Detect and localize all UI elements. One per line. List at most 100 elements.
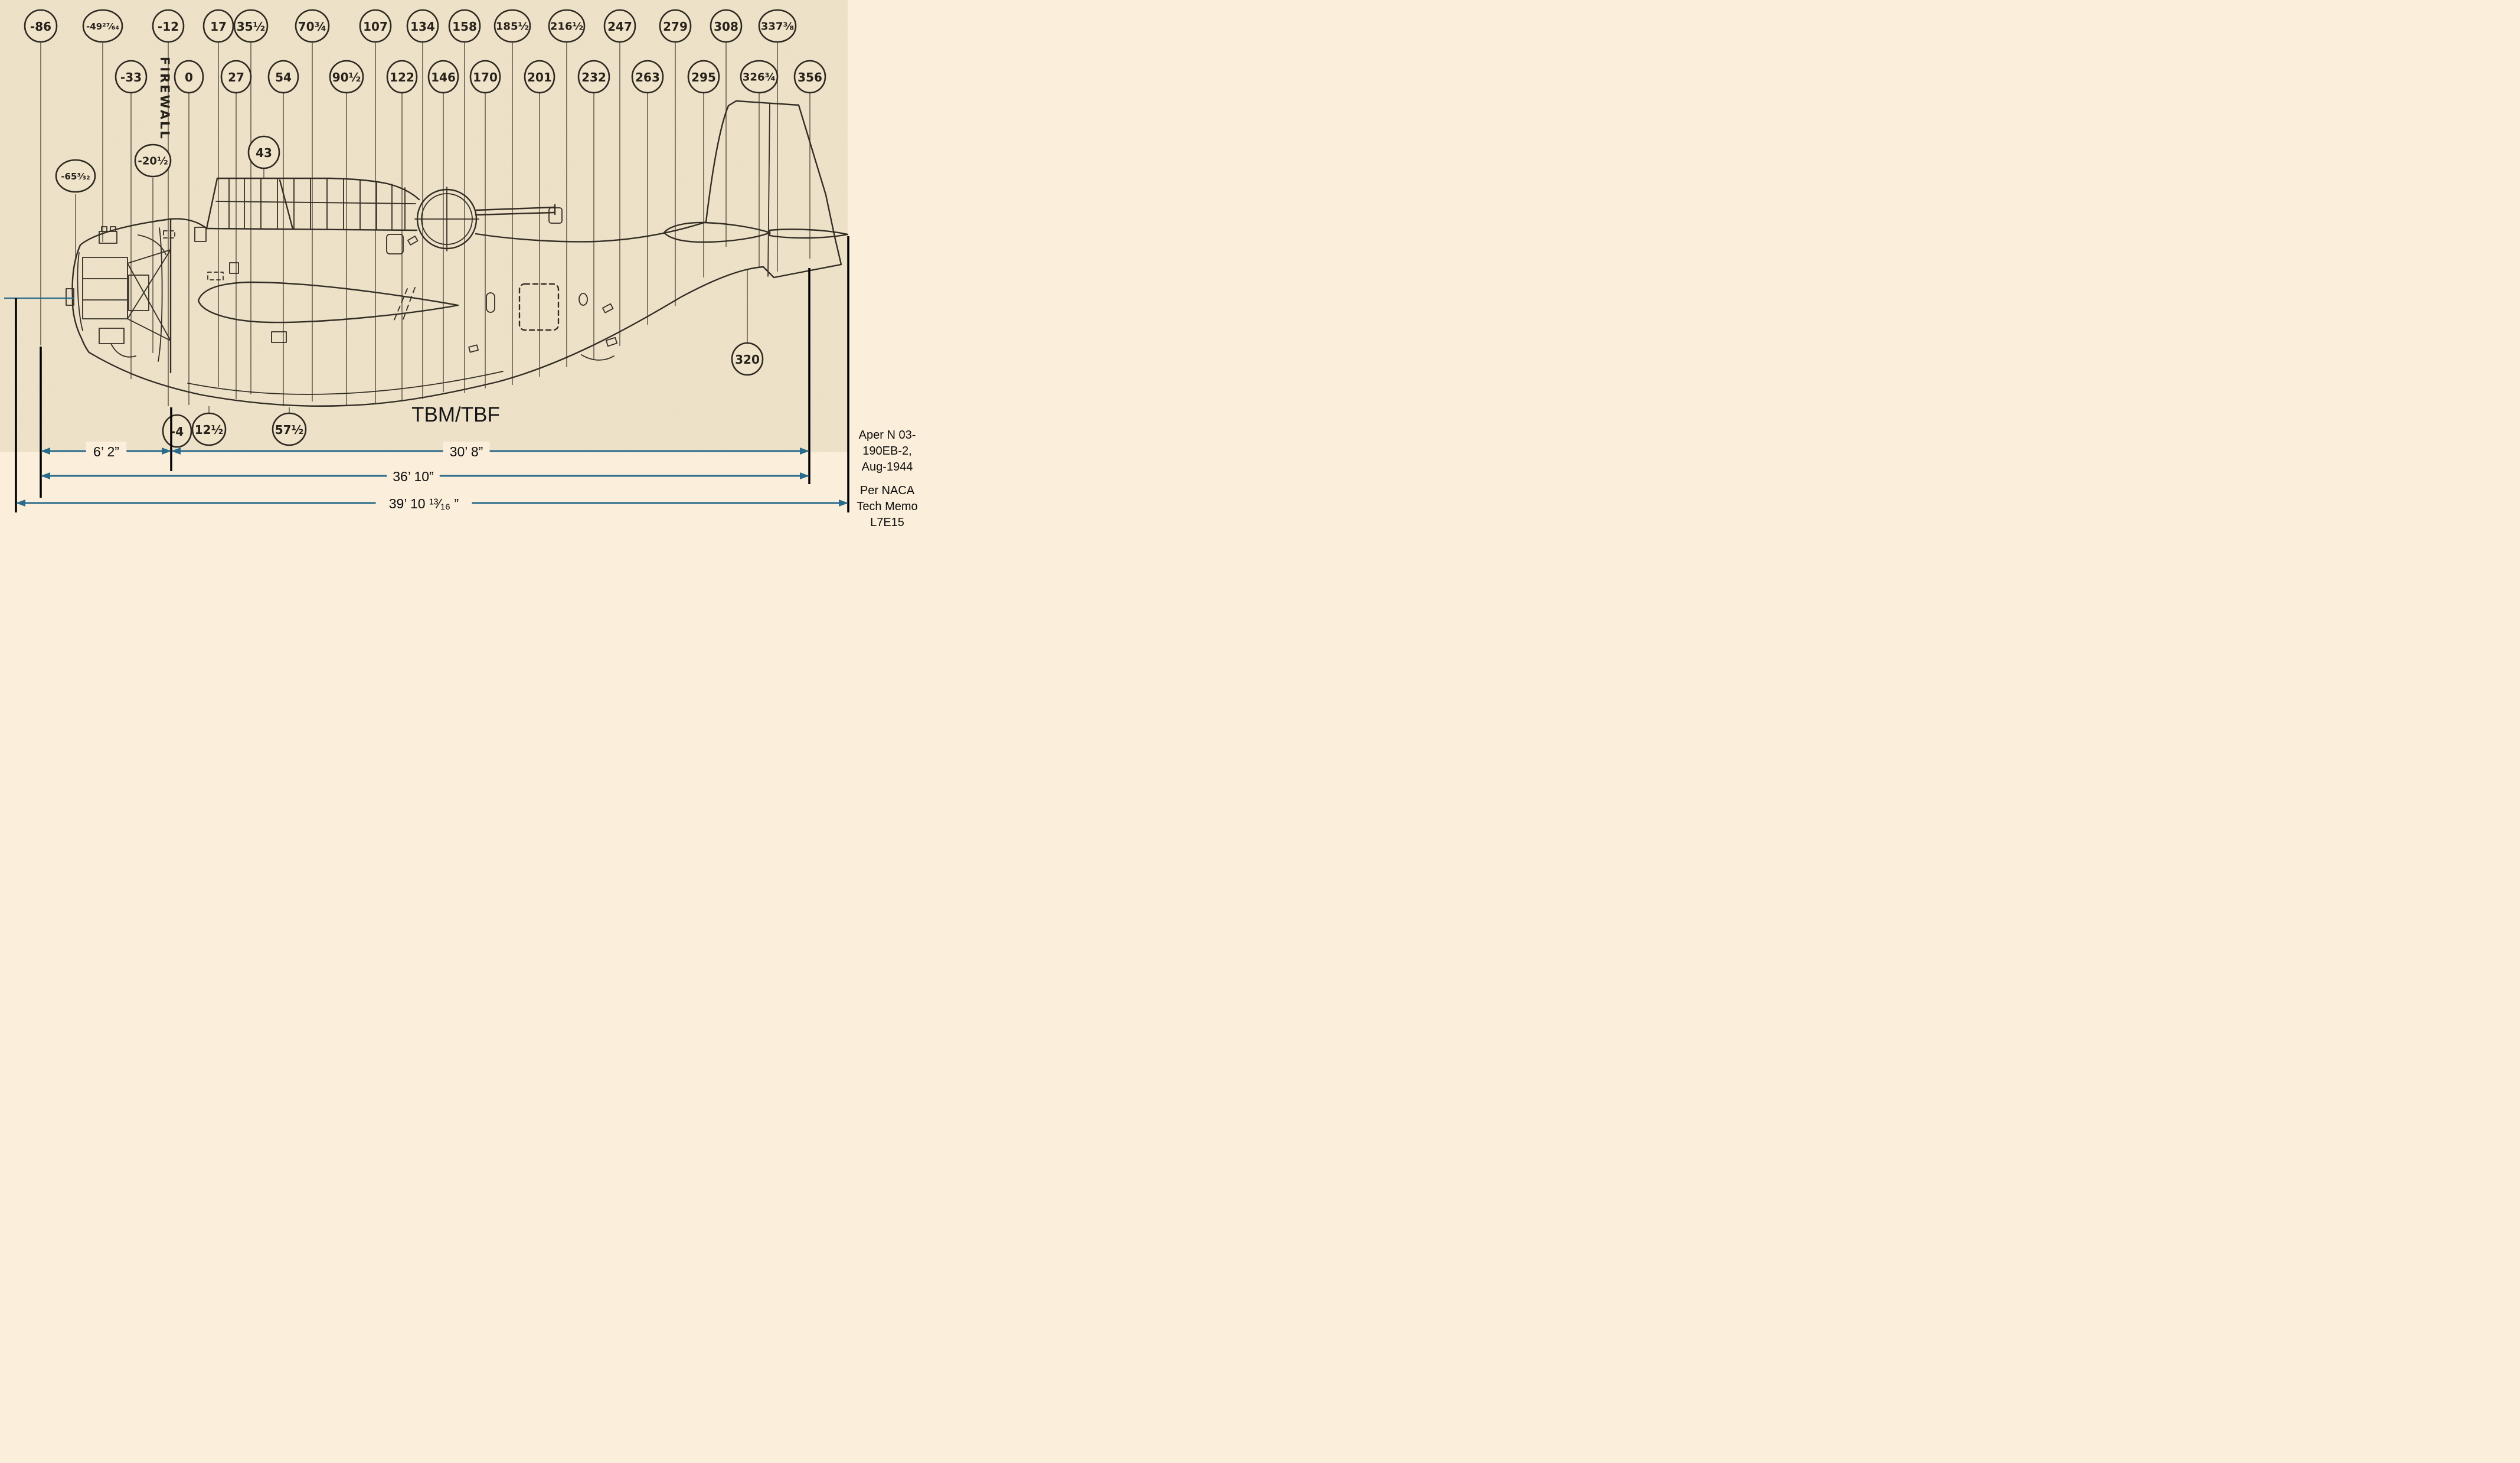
- station-label: 247: [607, 19, 632, 34]
- station-circle: [659, 9, 692, 43]
- station-label: 90½: [332, 70, 361, 84]
- station-circle: [247, 135, 280, 169]
- measurement-annotations: [4, 236, 849, 512]
- station-label: -65³⁄₃₂: [61, 171, 90, 182]
- station-circle: [134, 143, 172, 178]
- station-circle: [162, 414, 192, 448]
- station-circle: [687, 60, 720, 94]
- station-label: 170: [473, 70, 498, 84]
- station-circle: [469, 60, 501, 94]
- station-circle: [82, 9, 123, 43]
- dimension-arrow-left: [16, 499, 25, 507]
- station-circle: [577, 60, 610, 94]
- side-note-line: L7E15: [870, 516, 904, 529]
- dimension-label: 36’ 10”: [393, 469, 433, 484]
- station-label: 279: [663, 19, 688, 34]
- dimension-label: 6’ 2”: [93, 444, 119, 459]
- side-note-line: Aper N 03-: [858, 429, 916, 442]
- dimension-label-backdrop: [86, 442, 127, 461]
- aircraft-drawing: [66, 100, 849, 407]
- dimension-arrow-left: [171, 448, 181, 455]
- station-label: 12½: [195, 423, 224, 437]
- station-label: 263: [635, 70, 660, 84]
- station-label: 320: [735, 352, 760, 367]
- station-circle: [359, 9, 392, 43]
- station-circle: [202, 9, 234, 43]
- dimension-arrow-right: [839, 499, 848, 507]
- station-circle: [233, 9, 269, 43]
- station-circle: [448, 9, 481, 43]
- station-circle: [55, 159, 96, 193]
- station-label: -33: [120, 70, 142, 84]
- station-circle: [386, 60, 418, 94]
- station-label: -49²⁷⁄₆₄: [86, 21, 119, 32]
- station-label: 337⅜: [761, 21, 794, 33]
- side-note-line: 190EB-2,: [862, 445, 912, 458]
- station-circle: [548, 9, 586, 43]
- station-circle: [191, 412, 227, 446]
- dimension-label: 30’ 8”: [450, 444, 483, 459]
- station-circle: [174, 60, 204, 94]
- station-label: 134: [410, 19, 435, 34]
- side-note-line: Aug-1944: [861, 461, 913, 473]
- station-label: 0: [185, 70, 193, 84]
- side-note-line: Per NACA: [859, 484, 915, 497]
- side-note-line: Tech Memo: [857, 500, 918, 513]
- station-circle: [710, 9, 743, 43]
- station-label: 57½: [275, 423, 304, 437]
- station-label: 232: [581, 70, 606, 84]
- station-label: 27: [228, 70, 244, 84]
- station-label: 216½: [550, 21, 583, 33]
- station-label: 185½: [496, 21, 529, 33]
- dimension-arrow-left: [41, 472, 50, 479]
- station-circle: [740, 60, 779, 94]
- dimension-label-backdrop: [387, 466, 440, 485]
- aircraft-type-label: TBM/TBF: [411, 403, 500, 426]
- side-note: Aper N 03- 190EB-2, Aug-1944 Per NACA Te…: [850, 427, 924, 537]
- station-label: -12: [158, 19, 179, 34]
- station-circle: [731, 342, 764, 376]
- dimension-arrow-right: [800, 472, 809, 479]
- station-label: 35½: [237, 19, 266, 34]
- station-circle: [603, 9, 636, 43]
- station-label: 146: [431, 70, 456, 84]
- station-label: 356: [797, 70, 822, 84]
- dimension-arrow-right: [162, 448, 171, 455]
- station-circle: [524, 60, 555, 94]
- dimension-label: 39’ 10 ¹³⁄₁₆ ”: [389, 496, 459, 511]
- station-label: -86: [30, 19, 51, 34]
- dimension-label-backdrop: [443, 442, 490, 461]
- station-circle: [152, 9, 185, 43]
- station-label: 122: [390, 70, 414, 84]
- station-label: 326¾: [743, 71, 776, 84]
- station-label: 201: [527, 70, 552, 84]
- station-circle: [267, 60, 299, 94]
- station-circle: [115, 60, 148, 94]
- station-label: 54: [275, 70, 292, 84]
- station-label: -4: [171, 424, 184, 439]
- station-label: 107: [363, 19, 388, 34]
- station-label: 308: [714, 19, 738, 34]
- station-circle: [427, 60, 459, 94]
- side-note-source: Aper N 03- 190EB-2, Aug-1944: [850, 427, 924, 475]
- dimension-arrow-left: [41, 448, 50, 455]
- side-note-reference: Per NACA Tech Memo L7E15: [850, 483, 924, 531]
- station-circle: [329, 60, 364, 94]
- station-label: 70¾: [298, 19, 327, 34]
- station-circle: [220, 60, 252, 94]
- dimension-lines: 6’ 2” 30’ 8” 36’ 10” 39’ 10 ¹³⁄₁₆ ”: [16, 442, 848, 512]
- station-label: 295: [691, 70, 716, 84]
- station-circle: [493, 9, 531, 43]
- station-circle: [758, 9, 797, 43]
- station-circle: [406, 9, 439, 43]
- firewall-label: FIREWALL: [158, 57, 172, 141]
- station-label: -20½: [138, 155, 168, 168]
- station-label: 43: [256, 146, 272, 160]
- station-label: 158: [452, 19, 477, 34]
- dimension-arrow-right: [800, 448, 809, 455]
- dimension-label-backdrop: [375, 494, 472, 512]
- station-circle: [295, 9, 330, 43]
